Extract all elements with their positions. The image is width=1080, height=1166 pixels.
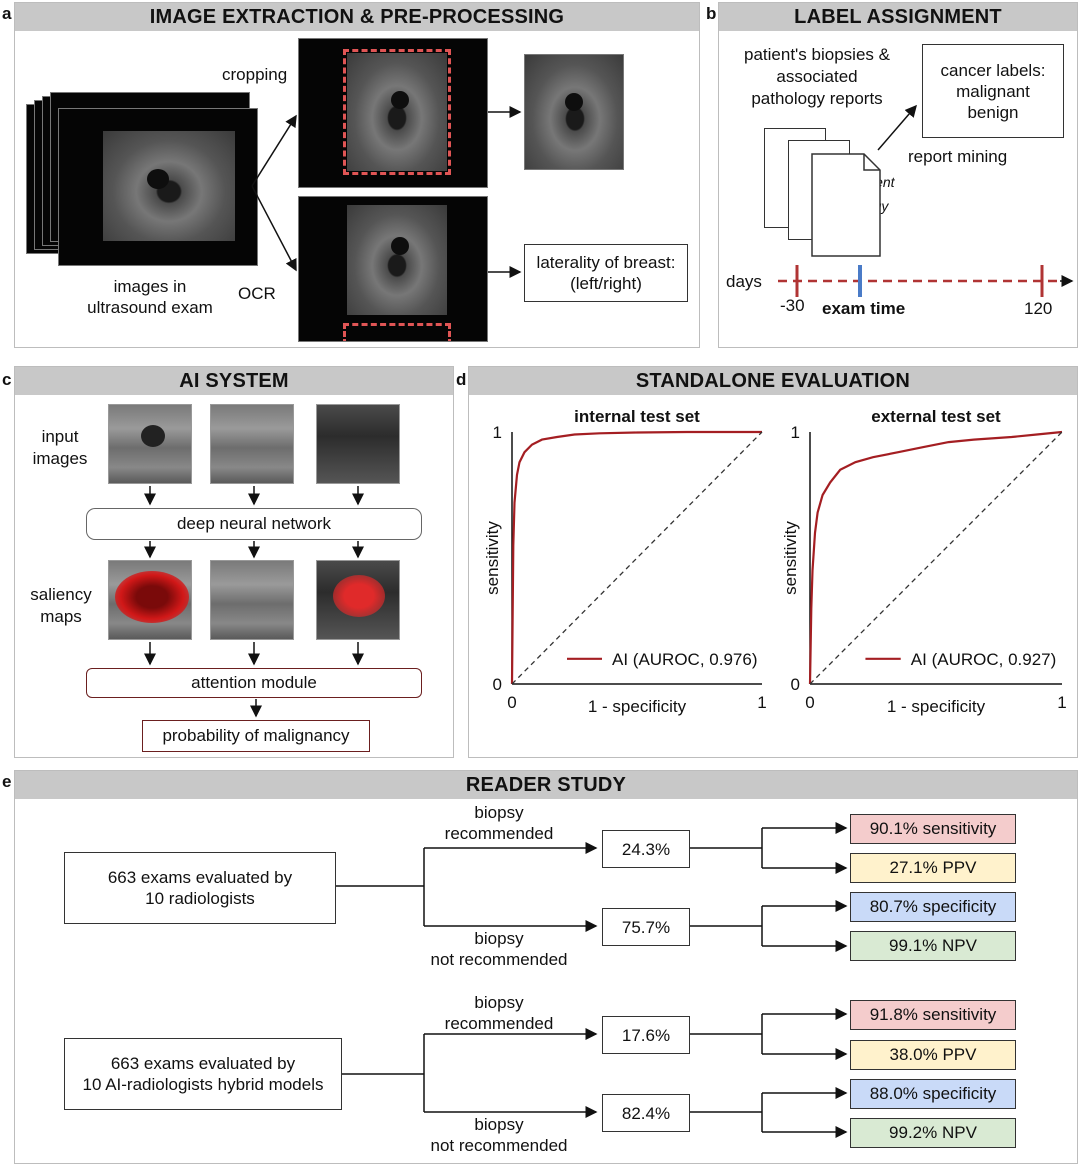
- days-label: days: [726, 272, 762, 291]
- arrow-to-cropping: [251, 114, 297, 187]
- panel-letter-d: d: [456, 370, 467, 389]
- ocr-label: OCR: [238, 284, 276, 303]
- group1-not-recommended-pct: 75.7%: [602, 908, 690, 946]
- group1-tree: [336, 822, 848, 952]
- y-axis-label-1: sensitivity: [483, 521, 502, 595]
- y-tick-1-1: 1: [493, 423, 502, 442]
- exam-time-label: exam time: [822, 299, 906, 318]
- arrow-to-ocr: [251, 185, 297, 272]
- x-tick-1-1: 1: [757, 693, 766, 712]
- chance-diagonal-1: [511, 431, 763, 685]
- saliency-map-2: [210, 560, 294, 640]
- y-tick-1-2: 1: [791, 423, 800, 442]
- input-image-1: [108, 404, 192, 484]
- group2-npv: 99.2% NPV: [850, 1118, 1016, 1148]
- legend-label-2: AI (AUROC, 0.927): [911, 650, 1057, 669]
- crop-region-box: [343, 49, 451, 175]
- group2-ppv: 38.0% PPV: [850, 1040, 1016, 1070]
- cropping-label: cropping: [222, 65, 288, 84]
- chance-diagonal-2: [809, 431, 1063, 685]
- panel-d-title: STANDALONE EVALUATION: [469, 367, 1077, 395]
- chart-title-1: internal test set: [574, 407, 700, 426]
- cropped-source-image: [298, 38, 488, 188]
- probability-of-malignancy-box: probability of malignancy: [142, 720, 370, 752]
- report-mining-label: report mining: [908, 147, 1008, 166]
- panel-letter-e: e: [2, 772, 12, 791]
- group1-npv: 99.1% NPV: [850, 931, 1016, 961]
- group2-tree: [342, 1008, 848, 1138]
- document-fold: [863, 154, 880, 171]
- cropped-result-image: [524, 54, 624, 170]
- ocr-region-box: [343, 323, 451, 341]
- group2-recommended-pct: 17.6%: [602, 1016, 690, 1054]
- group1-recommended-pct: 24.3%: [602, 830, 690, 868]
- group1-sensitivity: 90.1% sensitivity: [850, 814, 1016, 844]
- input-image-3: [316, 404, 400, 484]
- x-tick-0-1: 0: [507, 693, 516, 712]
- group2-specificity: 88.0% specificity: [850, 1079, 1016, 1109]
- ultrasound-image-front: [58, 108, 258, 266]
- legend-label-1: AI (AUROC, 0.976): [612, 650, 758, 669]
- panel-a-title: IMAGE EXTRACTION & PRE-PROCESSING: [15, 3, 699, 31]
- input-image-2: [210, 404, 294, 484]
- group1-ppv: 27.1% PPV: [850, 853, 1016, 883]
- panel-c-title: AI SYSTEM: [15, 367, 453, 395]
- panel-letter-a: a: [2, 4, 12, 23]
- arrow-report-mining: [877, 104, 917, 151]
- y-tick-0-2: 0: [791, 675, 800, 694]
- panel-b-title: LABEL ASSIGNMENT: [719, 3, 1077, 31]
- panel-letter-b: b: [706, 4, 717, 23]
- chart-title-2: external test set: [871, 407, 1001, 426]
- roc-curve-1: [510, 430, 762, 685]
- y-tick-0-1: 0: [493, 675, 502, 694]
- front-document: [811, 153, 881, 257]
- laterality-box: laterality of breast:(left/right): [524, 244, 688, 302]
- group2-not-recommended-pct: 82.4%: [602, 1094, 690, 1132]
- x-tick-1-2: 1: [1057, 693, 1066, 712]
- panel-letter-c: c: [2, 370, 12, 389]
- x-axis-label-1: 1 - specificity: [588, 697, 687, 716]
- tick-label-120: 120: [1024, 299, 1053, 318]
- x-tick-0-2: 0: [805, 693, 814, 712]
- saliency-map-3: [316, 560, 400, 640]
- tick-label-minus30: -30: [780, 296, 805, 315]
- panel-e-title: READER STUDY: [15, 771, 1077, 799]
- x-axis-label-2: 1 - specificity: [887, 697, 986, 716]
- saliency-map-1: [108, 560, 192, 640]
- deep-neural-network-box: deep neural network: [86, 508, 422, 540]
- panel-d: STANDALONE EVALUATION: [468, 366, 1078, 758]
- roc-curve-2: [808, 430, 1063, 685]
- y-axis-label-2: sensitivity: [781, 521, 800, 595]
- ocr-source-image: [298, 196, 488, 342]
- group1-specificity: 80.7% specificity: [850, 892, 1016, 922]
- attention-module-box: attention module: [86, 668, 422, 698]
- group2-sensitivity: 91.8% sensitivity: [850, 1000, 1016, 1030]
